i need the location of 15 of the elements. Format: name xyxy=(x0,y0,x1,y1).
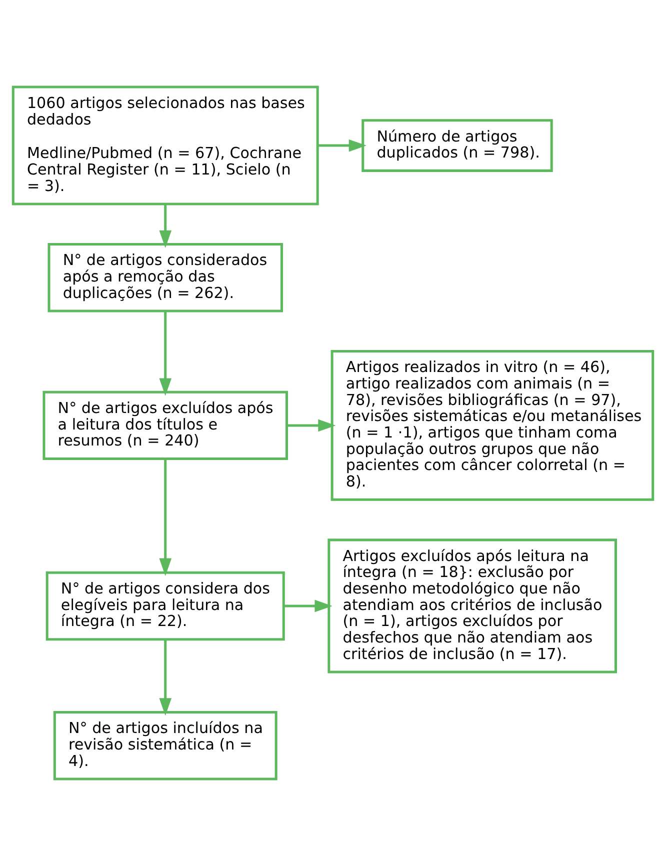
node-box: N° de artigos considera dos elegíveis para leitura na íntegra (n = 22). xyxy=(46,571,285,641)
arrow xyxy=(284,600,332,612)
node-box: 1060 artigos selecionados nas bases dedados Medline/Pubmed (n = 67), Cochrane Central Register (n = 11), Scielo (n = 3). xyxy=(12,86,319,206)
node-box: N° de artigos incluídos na revisão sistemática (n = 4). xyxy=(53,711,278,780)
node-box: Número de artigos duplicados (n = 798). xyxy=(362,119,553,172)
node-box: N° de artigos excluídos após a leitura dos títulos e resumos (n = 240) xyxy=(42,390,288,460)
arrow xyxy=(287,419,336,432)
node-box: N° de artigos considerados após a remoção das duplicações (n = 262). xyxy=(48,243,283,312)
node-box: Artigos excluídos após leitura na íntegra (n = 18}: exclusão por desenho metodológico que não atendiam aos critérios de inclusão (n = 1), artigos excluídos por desfechos que não atendiam aos critérios de inclusão (n = 17). xyxy=(328,538,617,674)
arrow xyxy=(159,458,172,576)
node-box: Artigos realizados in vitro (n = 46), artigo realizados com animais (n = 78), revisões bibliográficas (n = 97), revisões sistemáticas e/ou metanálises (n = 1 ·1), artigos que tinham coma população outros grupos que não pacientes com câncer colorretal (n = 8). xyxy=(330,350,654,501)
arrow xyxy=(159,311,172,396)
arrow xyxy=(318,139,366,152)
arrow xyxy=(159,204,172,248)
arrow xyxy=(159,639,172,716)
